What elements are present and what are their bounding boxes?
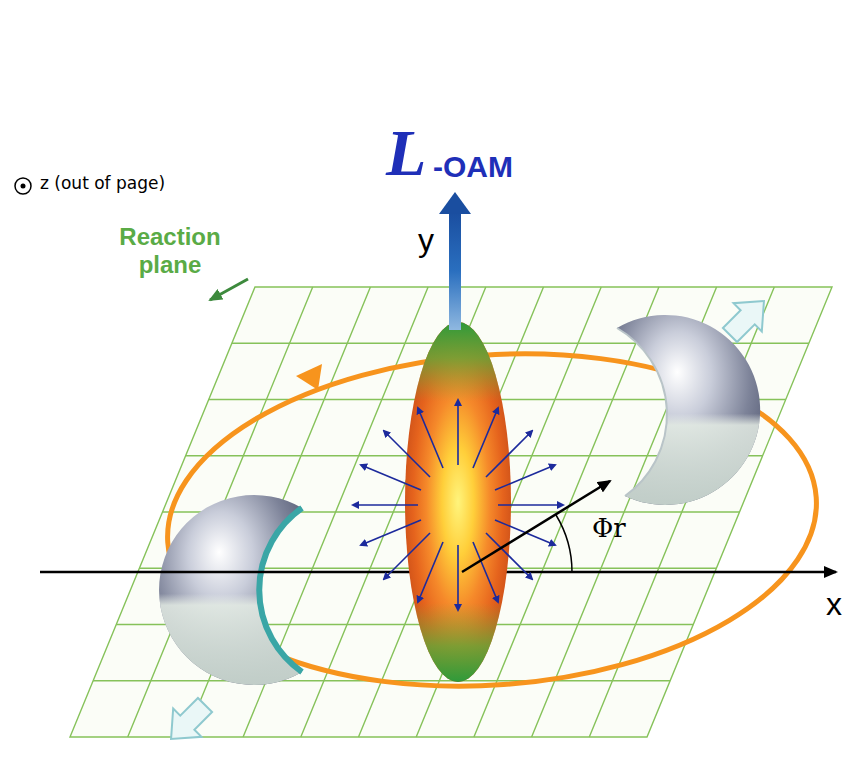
fireball — [405, 322, 511, 682]
spectator-nucleus — [159, 495, 302, 685]
spectator-nucleus — [617, 315, 760, 505]
leader-arrow — [210, 279, 248, 300]
out-of-page-symbol — [15, 178, 31, 194]
flow-arrows — [353, 400, 563, 610]
y-axis-arrow — [439, 192, 471, 330]
reaction-plane-grid — [70, 287, 832, 737]
axis-note: z (out of page) — [40, 174, 165, 194]
motion-arrow — [157, 691, 219, 753]
angle-label: Φr — [592, 514, 626, 544]
angle-arc — [556, 515, 572, 572]
plane-label: Reaction plane — [100, 223, 240, 278]
axis-label: x — [826, 586, 842, 623]
momentum-subscript: -OAM — [433, 150, 513, 183]
phi-arrow — [462, 481, 610, 572]
axis-label: y — [418, 222, 434, 259]
momentum-symbol: L — [386, 120, 426, 186]
